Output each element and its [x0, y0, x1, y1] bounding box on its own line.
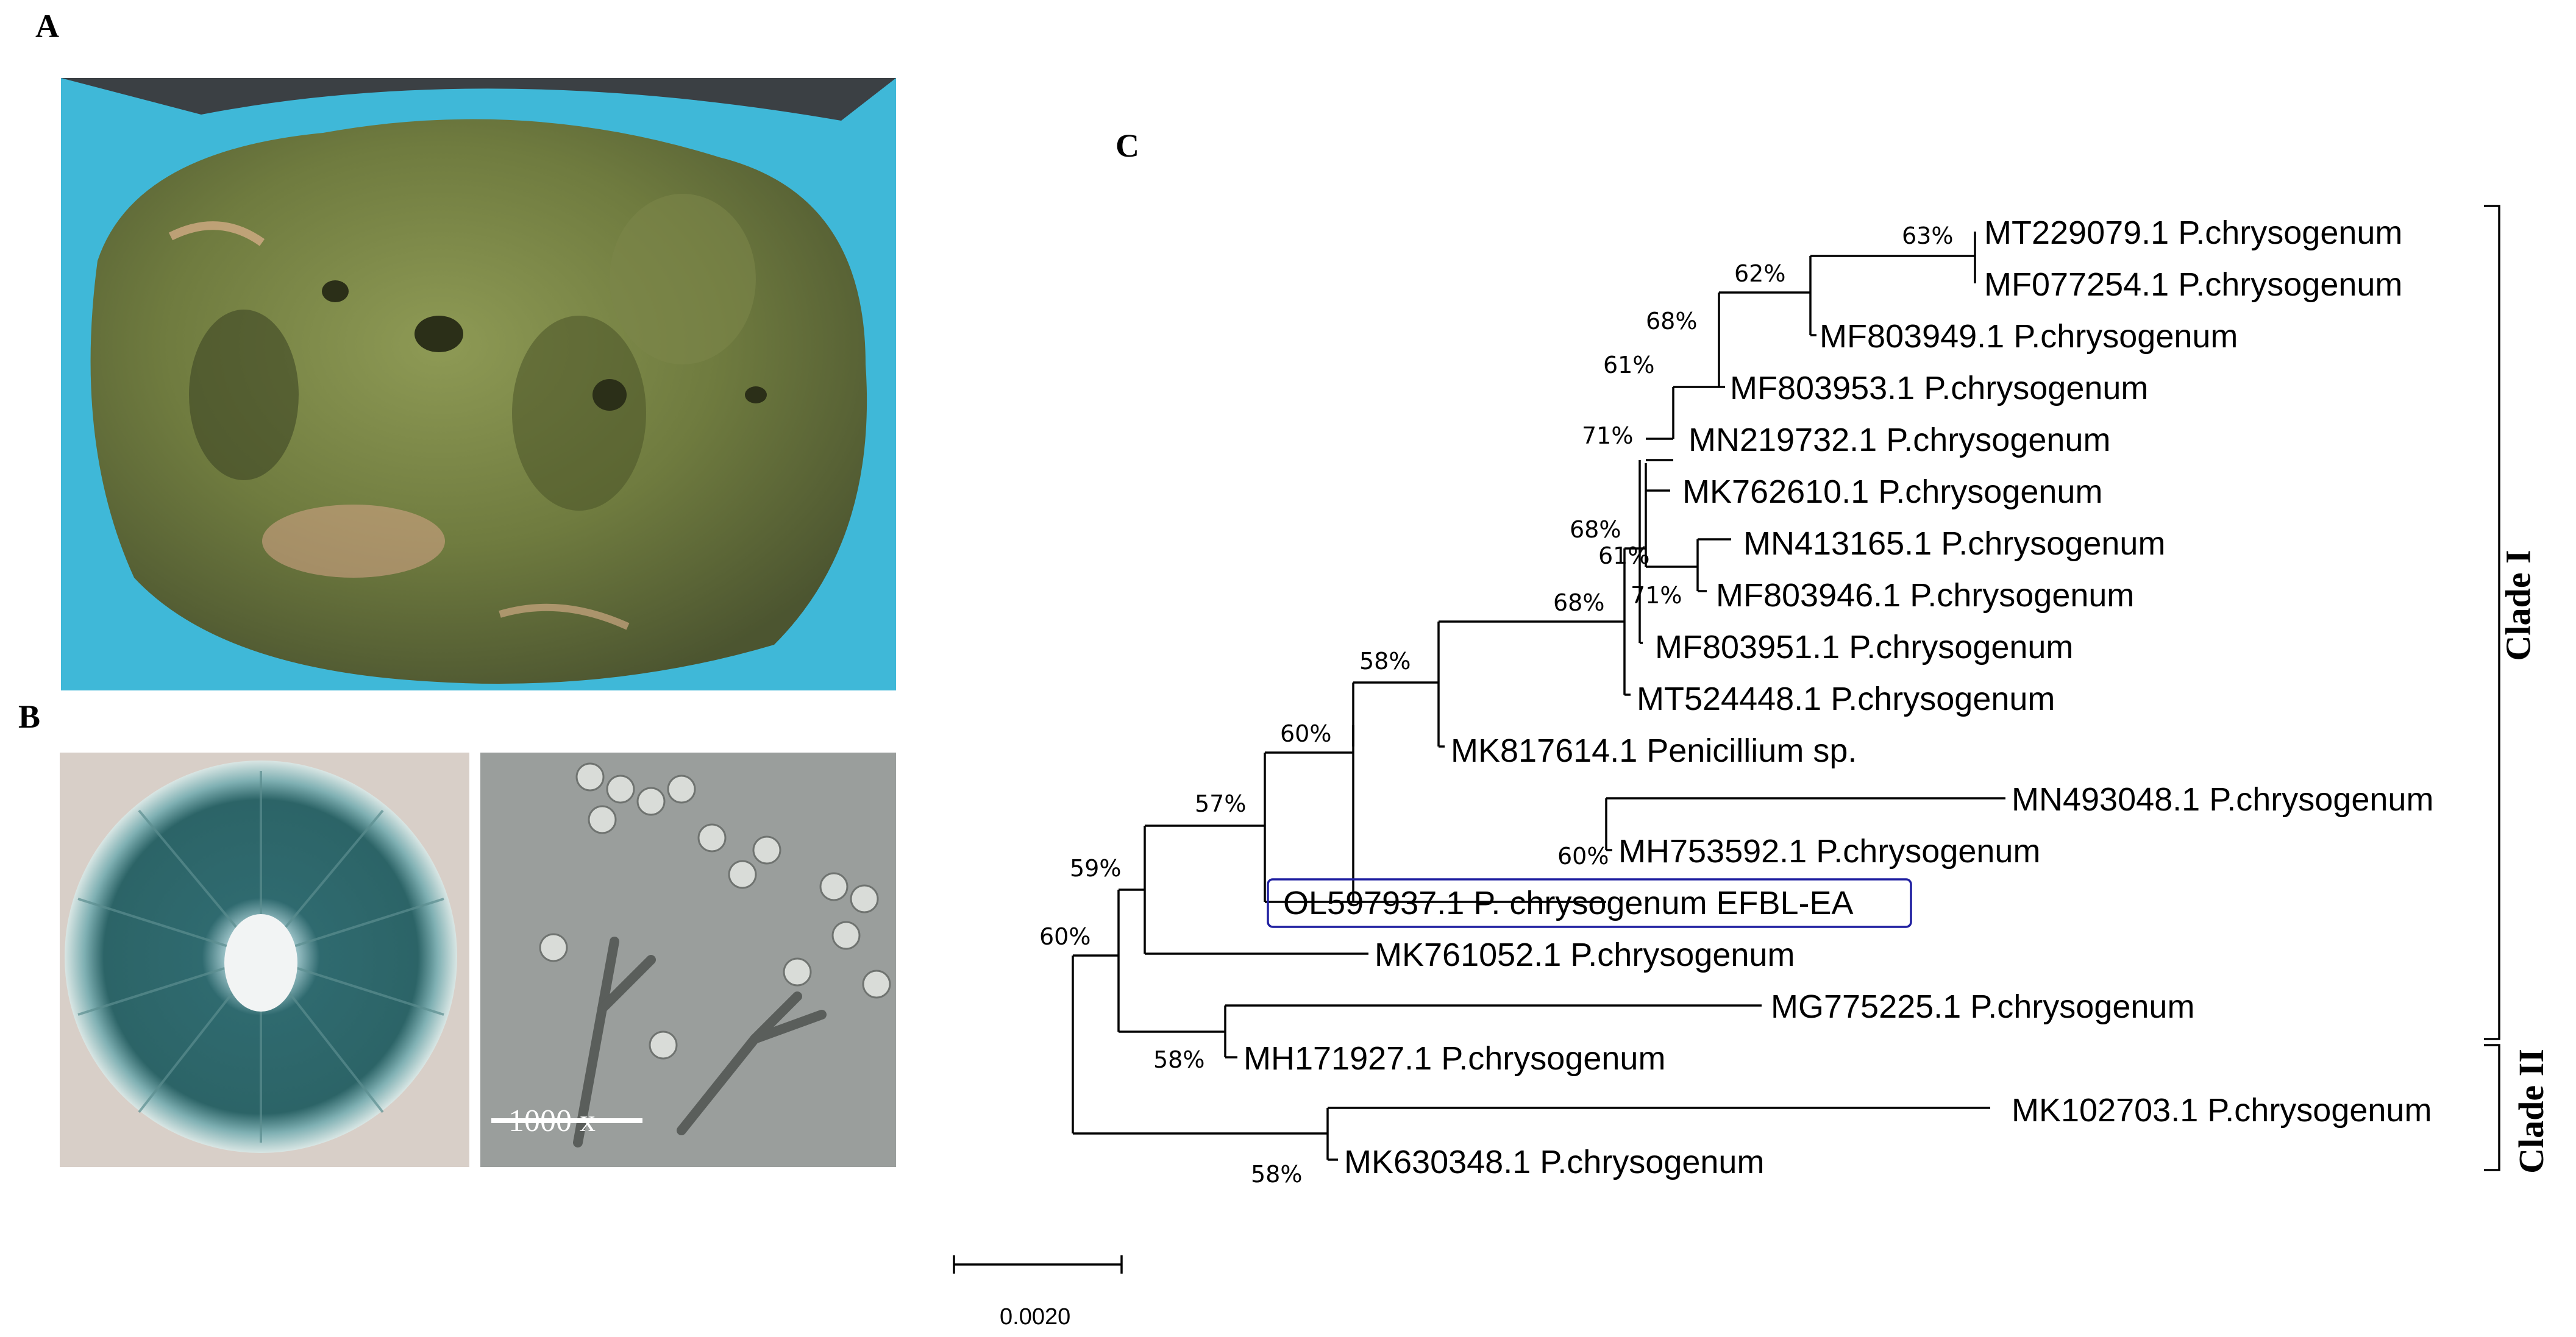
highlight-box: [1267, 878, 1912, 928]
taxon-label: MF803953.1 P.chrysogenum: [1730, 370, 2148, 406]
taxon-label: MN413165.1 P.chrysogenum: [1743, 525, 2165, 562]
micrograph-scale-label: 1000 x: [508, 1104, 596, 1138]
tree-branches: [1072, 232, 2005, 1161]
bootstrap-label: 58%: [1251, 1161, 1302, 1188]
bootstrap-label: 57%: [1195, 790, 1246, 817]
scale-bar: [953, 1255, 1123, 1274]
colony-photo: [60, 753, 469, 1167]
taxon-label: MK761052.1 P.chrysogenum: [1375, 937, 1795, 973]
micrograph-photo: [480, 753, 896, 1167]
bootstrap-label: 61%: [1598, 542, 1649, 569]
taxon-label: OL597937.1 P. chrysogenum EFBL-EA: [1283, 885, 1854, 921]
bootstrap-label: 71%: [1631, 582, 1682, 609]
taxon-label: MN219732.1 P.chrysogenum: [1688, 422, 2110, 458]
bootstrap-label: 61%: [1603, 352, 1654, 378]
bootstrap-label: 71%: [1582, 422, 1633, 449]
bootstrap-label: 62%: [1734, 260, 1785, 287]
panel-letter-b: B: [18, 698, 41, 735]
bootstrap-label: 68%: [1553, 589, 1604, 616]
taxon-label: MF077254.1 P.chrysogenum: [1984, 266, 2402, 303]
bootstrap-label: 60%: [1557, 843, 1609, 870]
bootstrap-label: 58%: [1359, 648, 1411, 675]
taxon-label: MK630348.1 P.chrysogenum: [1344, 1144, 1764, 1180]
bootstrap-label: 60%: [1039, 923, 1091, 950]
taxon-label: MH171927.1 P.chrysogenum: [1244, 1040, 1665, 1077]
bootstrap-label: 68%: [1570, 516, 1621, 543]
taxon-label: MK817614.1 Penicillium sp.: [1451, 732, 1857, 769]
bootstrap-label: 58%: [1153, 1046, 1204, 1073]
sponge-photo: [61, 78, 896, 690]
panel-letter-a: A: [35, 8, 59, 44]
clade-label-1: Clade I: [2498, 550, 2538, 661]
taxon-label: MK762610.1 P.chrysogenum: [1682, 473, 2102, 510]
scale-bar-label: 0.0020: [1000, 1304, 1071, 1330]
taxon-label: MT524448.1 P.chrysogenum: [1637, 681, 2055, 717]
taxon-label: MG775225.1 P.chrysogenum: [1771, 988, 2194, 1025]
taxon-label: MH753592.1 P.chrysogenum: [1618, 833, 2040, 870]
clade-label-2: Clade II: [2511, 1049, 2551, 1174]
taxon-label: MF803946.1 P.chrysogenum: [1716, 577, 2134, 614]
panel-letter-c: C: [1115, 127, 1139, 164]
taxon-label: MT229079.1 P.chrysogenum: [1984, 215, 2402, 251]
bootstrap-label: 68%: [1646, 308, 1697, 335]
bootstrap-label: 59%: [1070, 855, 1121, 882]
taxon-label: MF803949.1 P.chrysogenum: [1820, 318, 2238, 355]
taxon-label: MN493048.1 P.chrysogenum: [2012, 781, 2433, 818]
bootstrap-label: 60%: [1280, 720, 1331, 747]
bootstrap-label: 63%: [1902, 222, 1953, 249]
taxon-label: MK102703.1 P.chrysogenum: [2012, 1092, 2432, 1129]
clade-brackets: [2484, 205, 2500, 1171]
taxon-label: MF803951.1 P.chrysogenum: [1655, 629, 2073, 665]
